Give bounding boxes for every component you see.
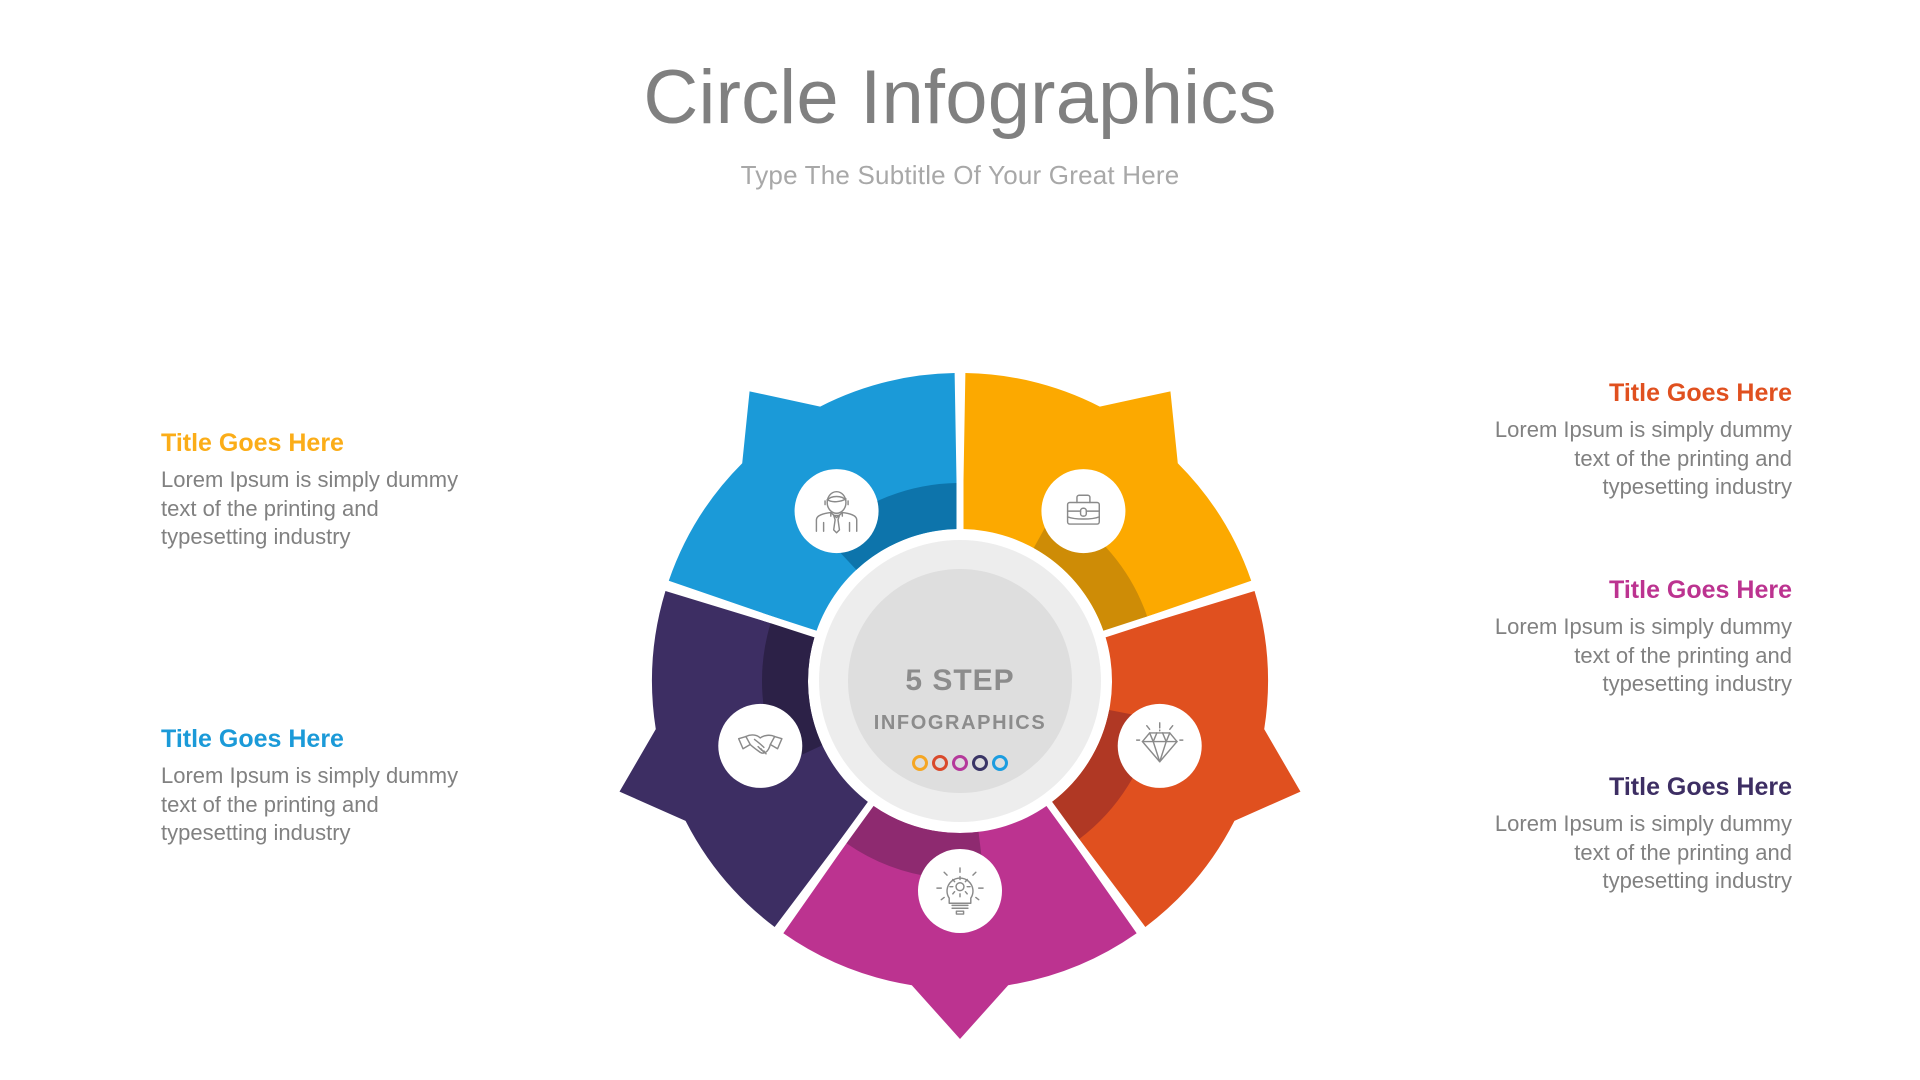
segment-divider — [745, 801, 875, 975]
hub-inner-disc — [848, 569, 1072, 793]
wheel-svg: 5 STEP INFOGRAPHICS — [616, 321, 1304, 1039]
page-subtitle: Type The Subtitle Of Your Great Here — [740, 159, 1180, 190]
segment-divider — [1045, 801, 1175, 975]
diamond-icon — [1135, 722, 1184, 763]
info-block-3-title: Title Goes Here — [1609, 379, 1792, 407]
hub-step-dot-2 — [932, 755, 948, 771]
header: Circle Infographics Type The Subtitle Of… — [0, 0, 1920, 191]
info-block-5-body: Lorem Ipsum is simply dummy text of the … — [1494, 811, 1792, 894]
info-block-4-title: Title Goes Here — [1609, 576, 1792, 604]
info-block-4[interactable]: Title Goes Here Lorem Ipsum is simply du… — [1462, 575, 1792, 699]
icons-layer — [718, 469, 1202, 933]
circle-infographic-wheel: 5 STEP INFOGRAPHICS — [577, 298, 1343, 1064]
info-block-1[interactable]: Title Goes Here Lorem Ipsum is simply du… — [161, 428, 491, 552]
briefcase-icon — [1066, 494, 1100, 525]
info-block-3[interactable]: Title Goes Here Lorem Ipsum is simply du… — [1462, 378, 1792, 502]
info-block-5[interactable]: Title Goes Here Lorem Ipsum is simply du… — [1462, 772, 1792, 896]
hub-step-dot-1 — [912, 755, 928, 771]
info-block-2-body: Lorem Ipsum is simply dummy text of the … — [161, 763, 459, 846]
lightbulb-gear-icon — [936, 867, 984, 915]
info-block-2[interactable]: Title Goes Here Lorem Ipsum is simply du… — [161, 724, 491, 848]
hub-title: 5 STEP — [905, 664, 1014, 697]
info-block-4-body: Lorem Ipsum is simply dummy text of the … — [1494, 614, 1792, 697]
icon-badge-circle — [794, 469, 879, 554]
wheel-segment-3-icon-badge[interactable] — [918, 849, 1002, 933]
wheel-segment-2-icon-badge[interactable] — [1117, 703, 1202, 788]
segment-divider — [616, 566, 818, 638]
wheel-segment-4-icon-badge[interactable] — [718, 703, 803, 788]
wheel-segment-1-icon-badge[interactable] — [1041, 469, 1126, 554]
hub-step-dot-4 — [972, 755, 988, 771]
page-title: Circle Infographics — [643, 55, 1277, 140]
icon-badge-circle — [1041, 469, 1126, 554]
hub-step-dot-3 — [952, 755, 968, 771]
hub-subtitle: INFOGRAPHICS — [874, 712, 1047, 734]
segment-divider — [1102, 566, 1304, 638]
info-block-1-title: Title Goes Here — [161, 429, 344, 457]
icon-badge-circle — [718, 703, 803, 788]
hub-step-dot-5 — [992, 755, 1008, 771]
info-block-2-title: Title Goes Here — [161, 725, 344, 753]
icon-badge-circle — [1117, 703, 1202, 788]
businessman-icon — [815, 491, 858, 534]
info-block-5-title: Title Goes Here — [1609, 773, 1792, 801]
center-hub: 5 STEP INFOGRAPHICS — [819, 540, 1101, 822]
wheel-segment-5-shadow — [824, 483, 958, 570]
wheel-segment-5-icon-badge[interactable] — [794, 469, 879, 554]
handshake-icon — [737, 734, 783, 755]
hub-step-dots — [912, 755, 1008, 771]
info-block-1-body: Lorem Ipsum is simply dummy text of the … — [161, 467, 459, 550]
info-block-3-body: Lorem Ipsum is simply dummy text of the … — [1494, 417, 1792, 500]
